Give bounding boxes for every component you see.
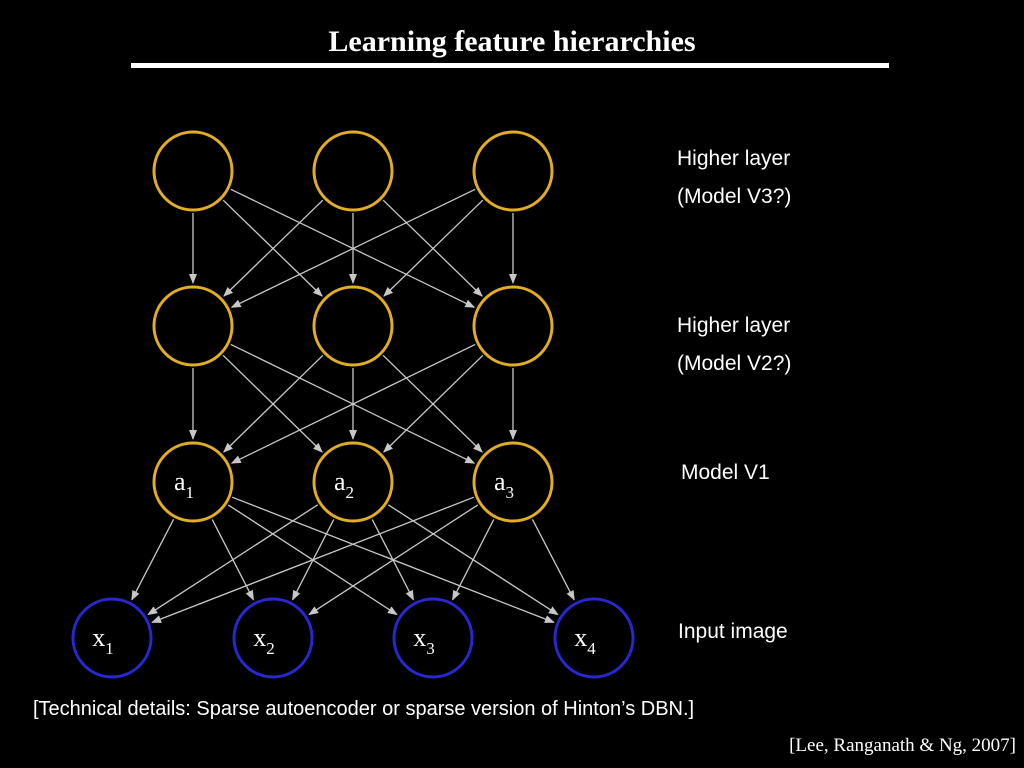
- node-subscript: 2: [266, 639, 275, 658]
- network-diagram: a1 a2 a3 x1 x2 x3 x4: [71, 130, 635, 679]
- edge-v3-3-to-v2-1: [230, 188, 476, 308]
- node-v3-2: [312, 130, 394, 212]
- label-v2-line-1: Higher layer: [677, 314, 791, 337]
- edge-v3-2-to-v2-1: [223, 199, 324, 297]
- node-input-2: x2: [232, 597, 314, 679]
- node-v1-1: a1: [152, 441, 234, 523]
- node-v3-3: [472, 130, 554, 212]
- node-circle: [472, 130, 554, 212]
- node-subscript: 2: [346, 483, 355, 502]
- node-v2-2: [312, 285, 394, 367]
- label-v2-line-2: (Model V2?): [677, 352, 792, 375]
- node-circle: [232, 597, 314, 679]
- node-circle: [152, 130, 234, 212]
- label-input-image: Input image: [678, 613, 788, 651]
- edge-v1-3-to-input-2: [308, 504, 479, 616]
- edge-v2-3-to-v1-1: [230, 343, 476, 464]
- edge-v3-3-to-v2-2: [383, 199, 484, 297]
- edge-v1-1-to-input-1: [131, 519, 175, 601]
- label-v3-line-1: Higher layer: [677, 147, 791, 170]
- node-v2-3: [472, 285, 554, 367]
- edge-v2-3-to-v1-2: [383, 354, 484, 453]
- node-circle: [472, 285, 554, 367]
- label-higher-layer-v3: Higher layer (Model V3?): [677, 140, 791, 216]
- edge-v1-3-to-input-4: [531, 519, 575, 601]
- technical-details-note: [Technical details: Sparse autoencoder o…: [33, 698, 695, 720]
- node-v3-1: [152, 130, 234, 212]
- node-subscript: 3: [426, 639, 435, 658]
- node-circle: [553, 597, 635, 679]
- slide-title: Learning feature hierarchies: [328, 25, 696, 58]
- edge-v1-3-to-input-3: [452, 519, 495, 601]
- node-v1-3: a3: [472, 441, 554, 523]
- citation: [Lee, Ranganath & Ng, 2007]: [789, 735, 1016, 756]
- node-v2-1: [152, 285, 234, 367]
- node-circle: [312, 130, 394, 212]
- label-v1-text: Model V1: [681, 461, 770, 484]
- node-circle: [152, 441, 234, 523]
- edge-v1-2-to-input-1: [147, 504, 319, 616]
- node-input-3: x3: [392, 597, 474, 679]
- label-model-v1: Model V1: [681, 454, 770, 492]
- label-v3-line-2: (Model V3?): [677, 185, 792, 208]
- node-circle: [152, 285, 234, 367]
- node-subscript: 1: [186, 483, 195, 502]
- label-higher-layer-v2: Higher layer (Model V2?): [677, 307, 791, 383]
- node-circle: [312, 285, 394, 367]
- node-v1-2: a2: [312, 441, 394, 523]
- node-circle: [392, 597, 474, 679]
- node-input-1: x1: [71, 597, 153, 679]
- node-circle: [472, 441, 554, 523]
- node-circle: [71, 597, 153, 679]
- node-circle: [312, 441, 394, 523]
- node-input-4: x4: [553, 597, 635, 679]
- title-underline: [131, 63, 889, 68]
- network-nodes: a1 a2 a3 x1 x2 x3 x4: [71, 130, 635, 679]
- node-subscript: 1: [105, 639, 114, 658]
- connection-arrows: [131, 188, 575, 624]
- edge-v2-2-to-v1-1: [223, 354, 324, 453]
- label-input-text: Input image: [678, 620, 788, 643]
- node-subscript: 4: [587, 639, 596, 658]
- node-subscript: 3: [506, 483, 515, 502]
- edge-v1-3-to-input-1: [151, 496, 475, 624]
